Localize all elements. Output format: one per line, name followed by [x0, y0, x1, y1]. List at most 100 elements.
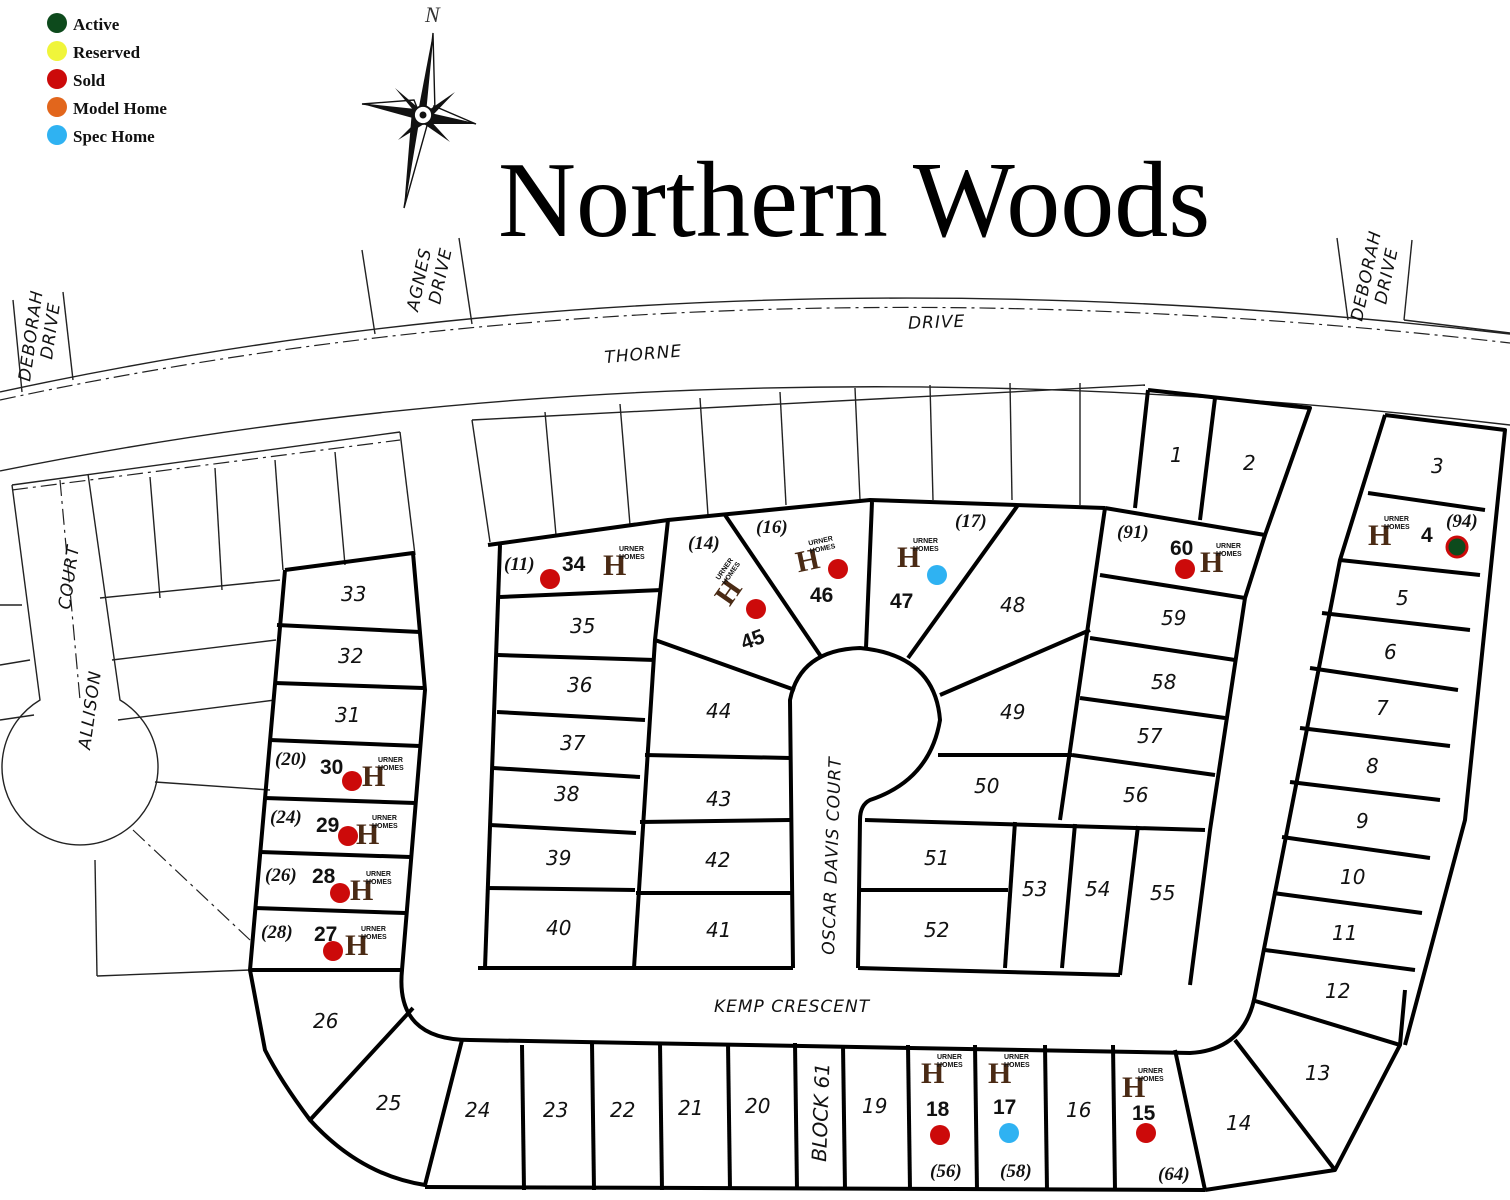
- lot-19: 19: [862, 1094, 887, 1118]
- legend-spec-home-label: Spec Home: [73, 127, 155, 146]
- svg-text:H: H: [345, 929, 368, 962]
- lot-12: 12: [1325, 979, 1350, 1003]
- sold-marker-lot-15[interactable]: [1136, 1123, 1156, 1143]
- lot-18: 18: [926, 1098, 950, 1121]
- lot-5: 5: [1396, 586, 1409, 610]
- sold-marker-lot-30[interactable]: [342, 771, 362, 791]
- lot-59: 59: [1161, 606, 1186, 630]
- sold-marker-lot-46[interactable]: [828, 559, 848, 579]
- svg-text:HOMES: HOMES: [361, 934, 387, 941]
- svg-text:URNER: URNER: [366, 871, 391, 878]
- spec-marker-lot-17[interactable]: [999, 1123, 1019, 1143]
- lot-9: 9: [1356, 809, 1369, 833]
- former-lot-58: (58): [1000, 1161, 1032, 1182]
- former-lot-94: (94): [1446, 511, 1478, 532]
- lot-20: 20: [745, 1094, 770, 1118]
- legend-model-home-swatch: [47, 97, 67, 117]
- lot-49: 49: [1000, 700, 1025, 724]
- north-label: N: [424, 2, 441, 27]
- lot-51: 51: [924, 846, 949, 870]
- lot-30: 30: [320, 756, 343, 779]
- lot-43: 43: [706, 787, 731, 811]
- lot-10: 10: [1340, 865, 1365, 889]
- svg-text:URNER: URNER: [619, 546, 644, 553]
- lot-14: 14: [1226, 1111, 1251, 1135]
- lot-1: 1: [1170, 443, 1183, 467]
- lot-outlines: [248, 388, 1507, 1192]
- lot-29: 29: [316, 814, 339, 837]
- former-lot-56: (56): [930, 1161, 962, 1182]
- lot-48: 48: [1000, 593, 1025, 617]
- lot-40: 40: [546, 916, 571, 940]
- legend-active-swatch: [47, 13, 67, 33]
- svg-text:HOMES: HOMES: [619, 554, 645, 561]
- sold-marker-lot-34[interactable]: [540, 569, 560, 589]
- active-marker-lot-4[interactable]: [1445, 535, 1469, 559]
- lot-numbers: 1 2 3 4 5 6 7 8 9 10 11 12 13 14 15 16 1…: [312, 443, 1444, 1135]
- svg-text:URNER: URNER: [378, 757, 403, 764]
- sold-marker-lot-29[interactable]: [338, 826, 358, 846]
- street-lines: [0, 237, 1510, 472]
- lot-52: 52: [924, 918, 949, 942]
- map-title: Northern Woods: [498, 141, 1210, 260]
- legend-reserved-label: Reserved: [73, 43, 141, 62]
- lot-35: 35: [570, 614, 595, 638]
- svg-text:H: H: [1200, 546, 1223, 579]
- spec-marker-lot-47[interactable]: [927, 565, 947, 585]
- svg-text:URNER: URNER: [1216, 543, 1241, 550]
- svg-text:H: H: [897, 541, 920, 574]
- lot-21: 21: [678, 1096, 703, 1120]
- lot-13: 13: [1305, 1061, 1330, 1085]
- svg-text:H: H: [350, 874, 373, 907]
- lot-56: 56: [1123, 783, 1148, 807]
- lot-50: 50: [974, 774, 999, 798]
- sold-marker-lot-18[interactable]: [930, 1125, 950, 1145]
- lot-31: 31: [335, 703, 360, 727]
- street-label-drive: DRIVE: [908, 312, 966, 334]
- svg-text:HOMES: HOMES: [913, 546, 939, 553]
- svg-text:HOMES: HOMES: [1384, 524, 1410, 531]
- lot-54: 54: [1085, 877, 1110, 901]
- svg-text:H: H: [1122, 1071, 1145, 1104]
- lot-27: 27: [314, 923, 337, 946]
- sold-marker-lot-60[interactable]: [1175, 559, 1195, 579]
- lot-17: 17: [993, 1096, 1016, 1119]
- former-lot-16: (16): [756, 517, 788, 538]
- legend-spec-home-swatch: [47, 125, 67, 145]
- former-lot-28: (28): [261, 922, 293, 943]
- former-lot-11: (11): [504, 554, 535, 575]
- svg-text:HOMES: HOMES: [372, 823, 398, 830]
- existing-lot-lines: [471, 382, 1146, 543]
- svg-text:H: H: [1368, 519, 1391, 552]
- lot-11: 11: [1332, 921, 1357, 945]
- svg-text:URNER: URNER: [913, 538, 938, 545]
- lot-44: 44: [706, 699, 731, 723]
- svg-text:HOMES: HOMES: [1004, 1062, 1030, 1069]
- legend-reserved-swatch: [47, 41, 67, 61]
- lot-26: 26: [313, 1009, 338, 1033]
- legend-sold-label: Sold: [73, 71, 106, 90]
- svg-text:URNER: URNER: [1004, 1054, 1029, 1061]
- sold-marker-lot-45[interactable]: [746, 599, 766, 619]
- lot-37: 37: [560, 731, 586, 755]
- sold-marker-lot-27[interactable]: [323, 941, 343, 961]
- lot-60: 60: [1170, 537, 1193, 560]
- former-lot-24: (24): [270, 807, 302, 828]
- svg-text:H: H: [603, 549, 626, 582]
- allison-court-area: [0, 431, 416, 977]
- former-lot-20: (20): [275, 749, 307, 770]
- svg-text:H: H: [356, 818, 379, 851]
- lot-45: 45: [738, 625, 768, 655]
- svg-text:URNER: URNER: [1138, 1068, 1163, 1075]
- former-lot-17: (17): [955, 511, 987, 532]
- lot-36: 36: [567, 673, 592, 697]
- svg-text:H: H: [362, 760, 385, 793]
- sold-marker-lot-28[interactable]: [330, 883, 350, 903]
- lot-25: 25: [376, 1091, 401, 1115]
- svg-text:HOMES: HOMES: [937, 1062, 963, 1069]
